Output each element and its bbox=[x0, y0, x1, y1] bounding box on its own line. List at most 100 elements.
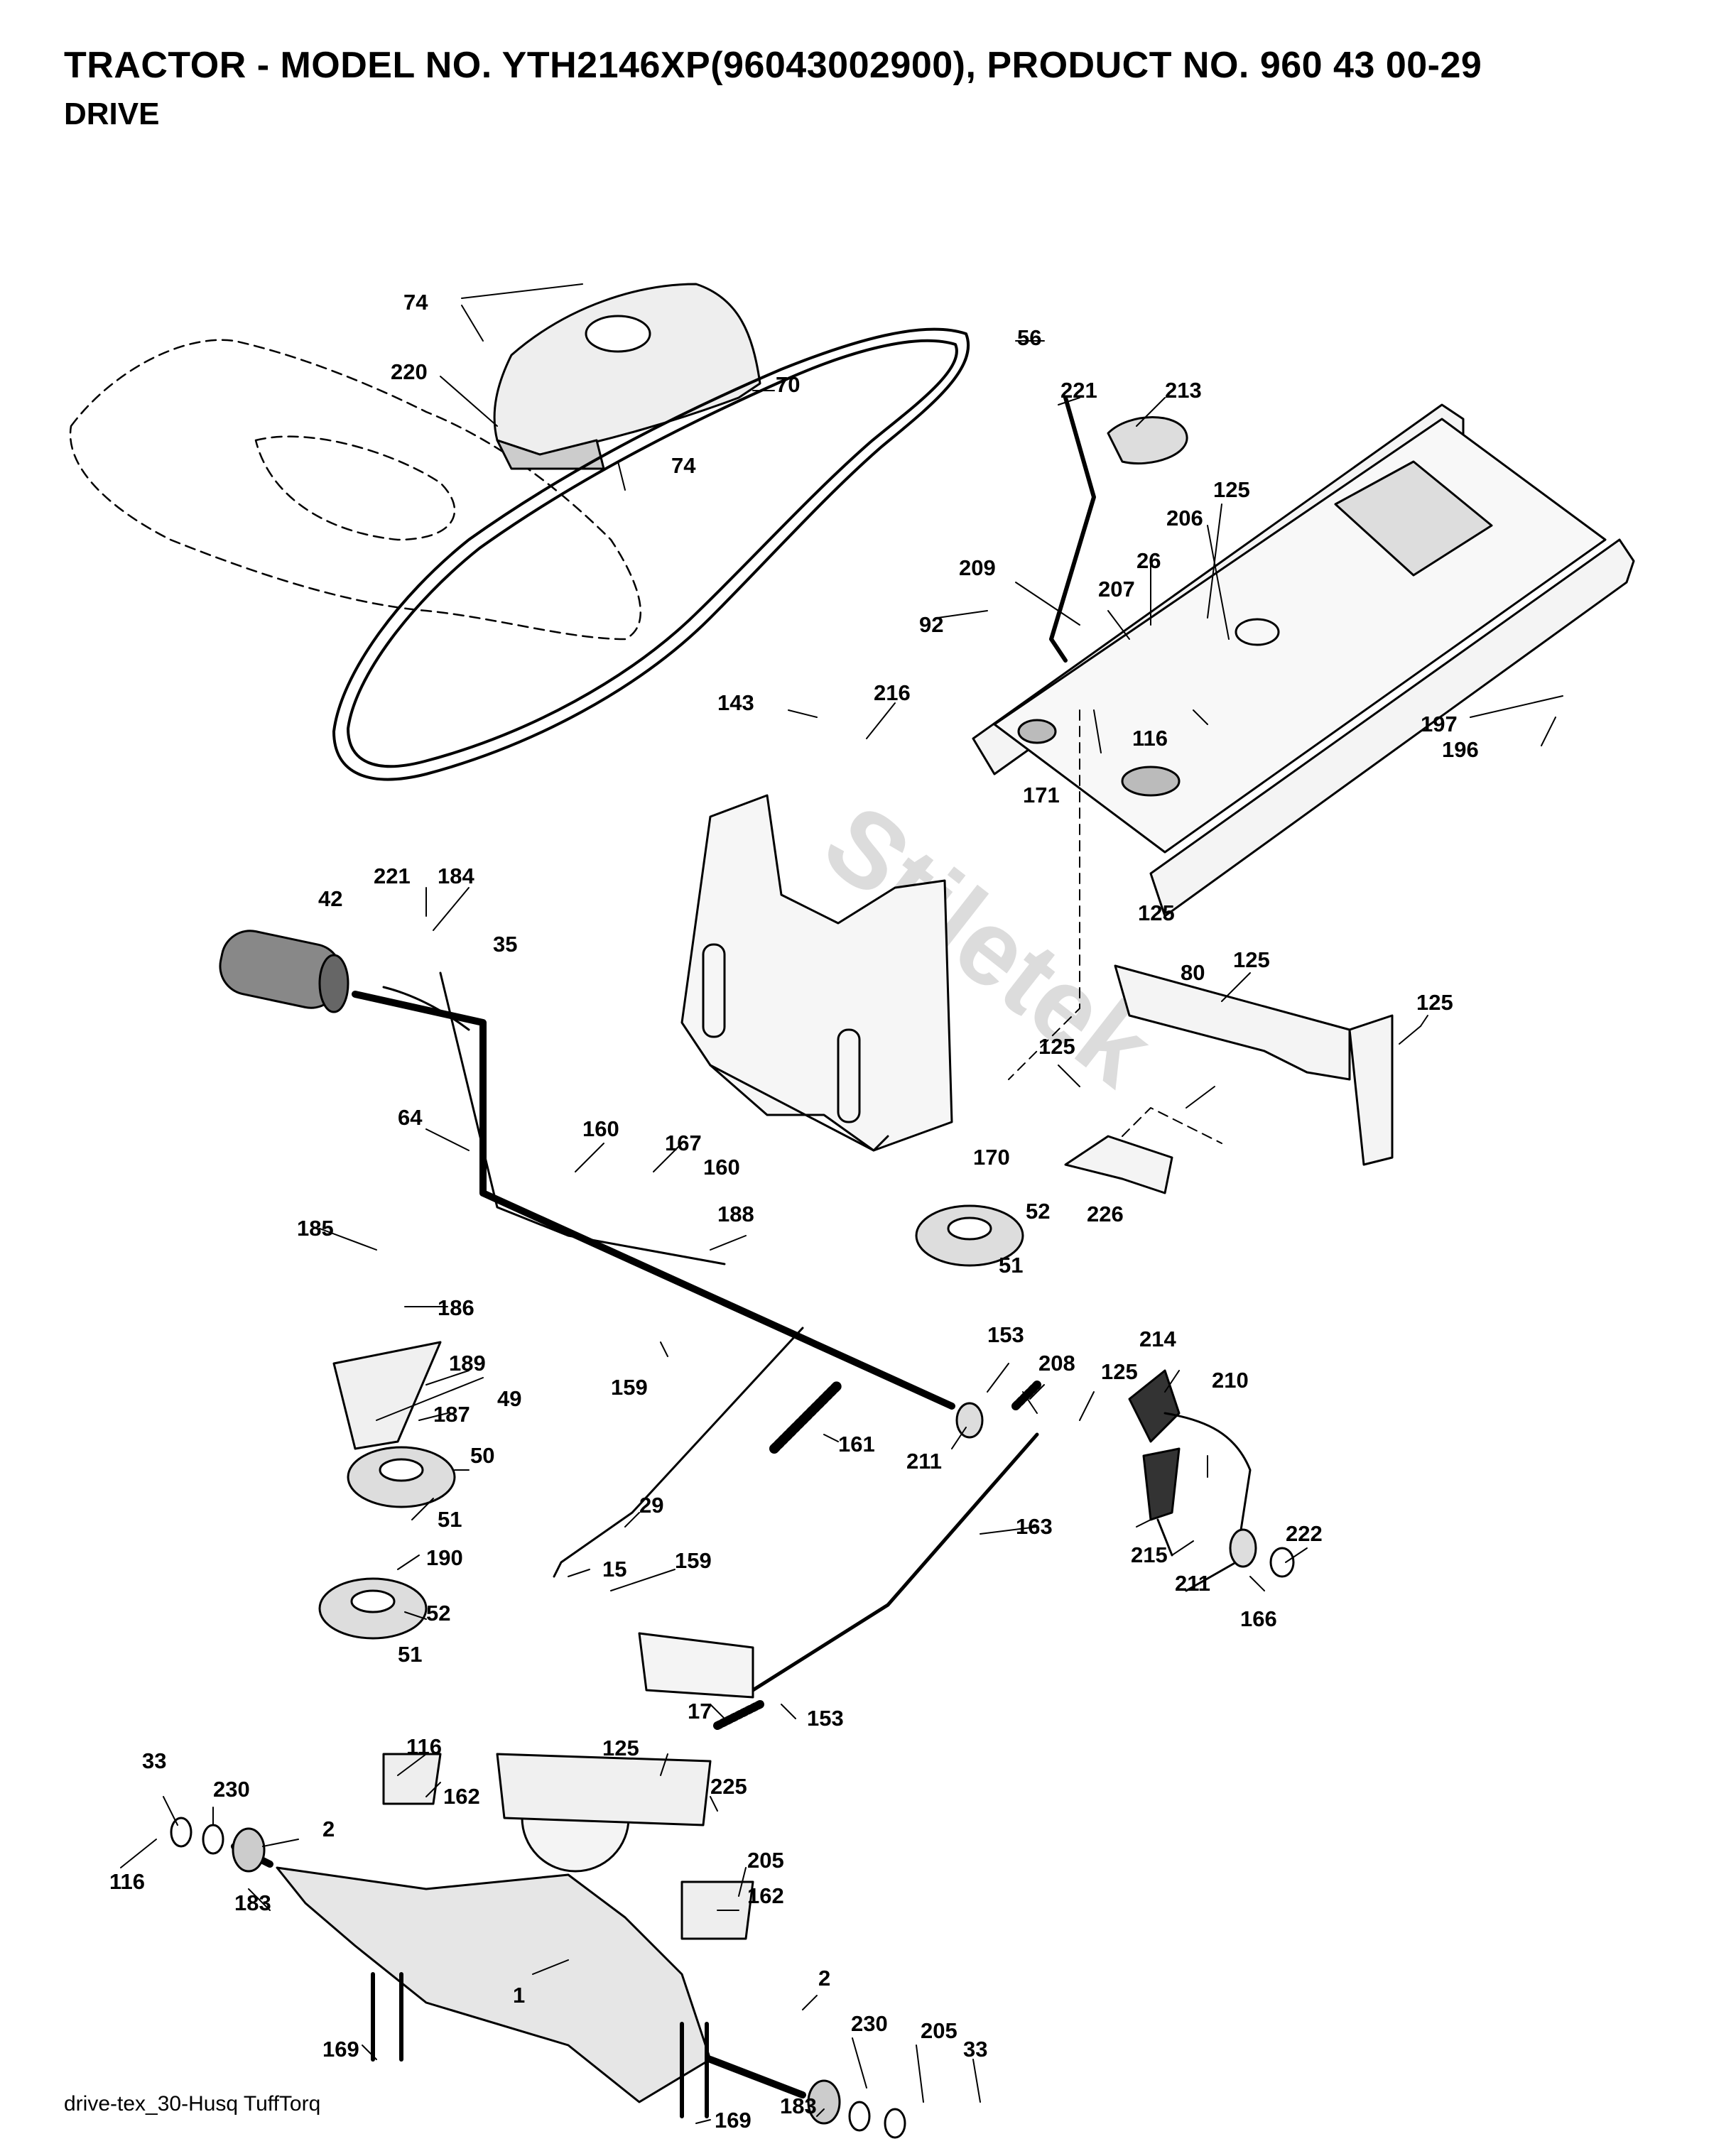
bracket-80 bbox=[1114, 964, 1394, 1166]
section-subtitle: DRIVE bbox=[64, 97, 160, 131]
part-label: 42 bbox=[318, 886, 342, 911]
part-label: 92 bbox=[919, 612, 943, 637]
part-label: 116 bbox=[1132, 726, 1168, 751]
part-label: 162 bbox=[443, 1784, 480, 1809]
part-label: 2 bbox=[322, 1817, 335, 1841]
part-label: 29 bbox=[639, 1493, 663, 1518]
part-label: 186 bbox=[438, 1295, 474, 1320]
washer-205-b bbox=[884, 2108, 906, 2139]
shift-lever bbox=[1049, 396, 1188, 663]
part-label: 215 bbox=[1131, 1542, 1168, 1567]
part-label: 17 bbox=[688, 1699, 712, 1724]
part-label: 125 bbox=[1416, 990, 1453, 1015]
part-label: 33 bbox=[142, 1748, 166, 1773]
part-label: 169 bbox=[715, 2108, 752, 2133]
idler-pulley-50 bbox=[347, 1446, 456, 1508]
part-label: 167 bbox=[665, 1131, 702, 1155]
part-label: 153 bbox=[987, 1322, 1024, 1347]
tractor-frame bbox=[972, 403, 1635, 918]
page-title: TRACTOR - MODEL NO. YTH2146XP(9604300290… bbox=[64, 45, 1482, 86]
part-label: 56 bbox=[1017, 325, 1041, 350]
part-label: 207 bbox=[1098, 577, 1135, 601]
part-label: 220 bbox=[391, 359, 428, 384]
pedal-215 bbox=[1142, 1447, 1181, 1557]
part-label: 230 bbox=[213, 1777, 250, 1802]
part-label: 205 bbox=[921, 2018, 957, 2043]
idler-pulley-52-upper bbox=[915, 1204, 1024, 1267]
part-label: 213 bbox=[1165, 378, 1202, 403]
part-label: 51 bbox=[999, 1253, 1023, 1278]
shift-grip bbox=[219, 930, 470, 1031]
part-label: 211 bbox=[906, 1449, 942, 1474]
tank-cover bbox=[493, 283, 761, 470]
part-label: 2 bbox=[818, 1966, 830, 1991]
part-label: 125 bbox=[1101, 1359, 1138, 1384]
part-label: 33 bbox=[963, 2037, 987, 2062]
part-label: 162 bbox=[747, 1883, 784, 1908]
spring-161 bbox=[769, 1380, 843, 1454]
part-label: 74 bbox=[403, 290, 428, 315]
part-label: 205 bbox=[747, 1848, 784, 1873]
part-label: 143 bbox=[717, 690, 754, 715]
part-label: 51 bbox=[398, 1642, 422, 1667]
part-label: 125 bbox=[1213, 477, 1250, 502]
washer-205-a bbox=[170, 1817, 192, 1848]
part-label: 209 bbox=[959, 555, 996, 580]
part-label: 196 bbox=[1442, 737, 1479, 762]
fender-outline bbox=[69, 339, 641, 641]
idler-arm-189 bbox=[332, 1341, 442, 1450]
part-label: 80 bbox=[1181, 960, 1205, 985]
part-label: 188 bbox=[717, 1202, 754, 1226]
part-label: 159 bbox=[675, 1548, 712, 1573]
diagram-caption: drive-tex_30-Husq TuffTorq bbox=[64, 2092, 321, 2116]
part-label: 160 bbox=[703, 1155, 740, 1180]
part-label: 226 bbox=[1087, 1202, 1124, 1226]
part-label: 171 bbox=[1023, 783, 1060, 807]
part-label: 222 bbox=[1286, 1521, 1323, 1546]
part-label: 211 bbox=[1175, 1571, 1210, 1596]
spring-17 bbox=[713, 1700, 764, 1730]
part-label: 125 bbox=[602, 1736, 639, 1760]
part-label: 170 bbox=[973, 1145, 1010, 1170]
part-label: 35 bbox=[493, 932, 517, 957]
dash-guide-bracket bbox=[1122, 1107, 1222, 1144]
part-label: 50 bbox=[470, 1443, 494, 1468]
part-label: 52 bbox=[1026, 1199, 1050, 1224]
part-label: 26 bbox=[1136, 548, 1161, 573]
part-label: 183 bbox=[234, 1890, 271, 1915]
part-label: 210 bbox=[1212, 1368, 1249, 1393]
part-label: 216 bbox=[874, 680, 911, 705]
part-label: 221 bbox=[1060, 378, 1097, 403]
part-label: 208 bbox=[1038, 1351, 1075, 1376]
part-label: 230 bbox=[851, 2011, 888, 2036]
part-label: 197 bbox=[1421, 712, 1458, 736]
transaxle bbox=[231, 1632, 841, 2125]
part-label: 184 bbox=[438, 864, 474, 888]
part-label: 125 bbox=[1233, 947, 1270, 972]
part-label: 1 bbox=[513, 1983, 525, 2008]
part-label: 74 bbox=[671, 453, 696, 478]
rod-163 bbox=[751, 1432, 1039, 1692]
part-label: 159 bbox=[611, 1375, 648, 1400]
part-label: 185 bbox=[297, 1216, 334, 1241]
spring-208 bbox=[1011, 1381, 1041, 1410]
part-label: 160 bbox=[582, 1116, 619, 1141]
washer-211-upper bbox=[955, 1402, 984, 1439]
part-label: 153 bbox=[807, 1706, 844, 1731]
part-label: 225 bbox=[710, 1774, 747, 1799]
leader-lines bbox=[120, 283, 1563, 2124]
front-frame-plate bbox=[680, 794, 953, 1152]
washer-230-b bbox=[848, 2101, 871, 2132]
washer-222 bbox=[1269, 1547, 1295, 1578]
part-label: 52 bbox=[426, 1601, 450, 1626]
part-labels: 74 220 70 74 56 221 213 125 206 209 26 2… bbox=[109, 290, 1479, 2133]
idler-pulley-52-lower bbox=[318, 1577, 428, 1640]
part-label: 190 bbox=[426, 1545, 463, 1570]
part-label: 206 bbox=[1166, 506, 1203, 530]
part-label: 49 bbox=[497, 1386, 521, 1411]
dash-guide-frame bbox=[1008, 709, 1080, 1080]
drive-belt bbox=[332, 327, 970, 781]
part-label: 64 bbox=[398, 1105, 423, 1130]
part-label: 15 bbox=[602, 1557, 626, 1581]
